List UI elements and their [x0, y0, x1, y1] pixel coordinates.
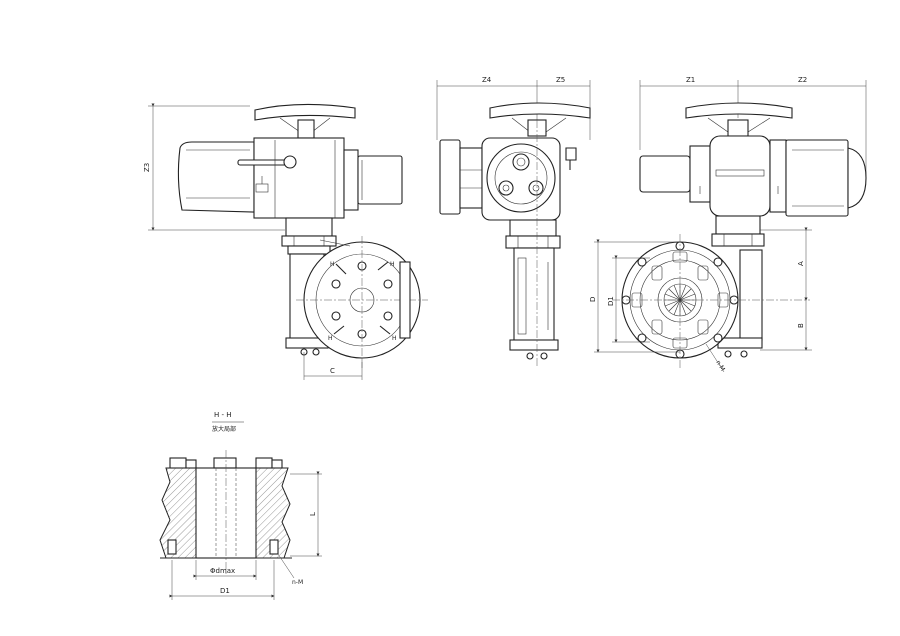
dim-z4-label: Z4: [482, 76, 492, 84]
section-title: H - H: [214, 411, 232, 419]
dim-z4-z5: Z4 Z5: [436, 76, 591, 140]
front-view: H H H H Z3 C: [143, 103, 428, 380]
dim-z2-label: Z2: [798, 76, 807, 84]
dim-dmax-label: Φdmax: [210, 567, 235, 575]
flange-right: n-M: [612, 234, 810, 373]
right-view: Z1 Z2: [589, 76, 867, 373]
dim-a-label: A: [797, 261, 805, 266]
flange-front: [296, 236, 428, 368]
body-side: [439, 137, 577, 221]
gearbox-side: [509, 120, 559, 368]
neck-side: [505, 219, 561, 249]
dim-z5-label: Z5: [556, 76, 565, 84]
dim-z3-label: Z3: [143, 163, 151, 172]
h-marker-3: H: [328, 335, 333, 342]
dim-z1-label: Z1: [686, 76, 695, 84]
neck-front: [281, 217, 337, 255]
handwheel-front: [254, 103, 356, 139]
dim-l-label: L: [309, 512, 317, 516]
section-hh: H - H 放大局部 L Φdmax: [159, 411, 322, 600]
handwheel-side: [489, 102, 591, 137]
dim-nm-label: n-M: [714, 359, 726, 372]
dim-b-label: B: [797, 323, 805, 328]
dim-d-label: D: [589, 297, 597, 302]
neck-right: [711, 215, 765, 247]
dim-nm-section-label: n-M: [292, 579, 303, 586]
dim-a-b: A B: [760, 227, 812, 351]
dim-d1-section-label: D1: [220, 587, 230, 595]
dim-c: C: [303, 352, 363, 380]
dim-c-label: C: [330, 367, 335, 375]
h-marker-1: H: [330, 261, 335, 268]
dim-z3: Z3: [143, 103, 285, 231]
h-marker-2: H: [390, 261, 395, 268]
section-subtitle: 放大局部: [212, 425, 236, 433]
section-markers-h: H H H H: [328, 261, 397, 342]
dim-d-d1: D D1: [589, 239, 680, 353]
motor-body-front: [177, 137, 403, 219]
side-view: Z4 Z5: [436, 76, 591, 368]
h-marker-4: H: [392, 335, 397, 342]
gearbox-right: [717, 249, 763, 358]
handwheel-right: [685, 102, 793, 137]
dim-d1-label: D1: [607, 296, 615, 306]
body-right: [639, 135, 867, 217]
